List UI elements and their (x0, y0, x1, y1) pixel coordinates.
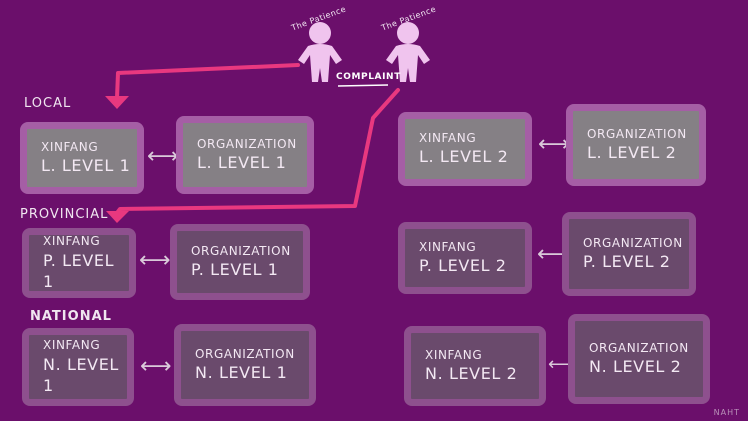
box-title: ORGANIZATION (587, 127, 687, 142)
xinfang-national-level-1: XINFANG N. LEVEL 1 (22, 328, 134, 406)
box-level: P. LEVEL 1 (43, 250, 115, 292)
box-title: XINFANG (425, 348, 483, 363)
box-title: XINFANG (43, 234, 101, 249)
xinfang-national-level-2: XINFANG N. LEVEL 2 (404, 326, 546, 406)
organization-national-level-2: ORGANIZATION N. LEVEL 2 (568, 314, 710, 404)
organization-national-level-1: ORGANIZATION N. LEVEL 1 (174, 324, 316, 406)
box-level: L. LEVEL 2 (419, 147, 509, 167)
box-level: P. LEVEL 2 (419, 256, 507, 276)
box-title: XINFANG (43, 338, 101, 353)
bidirectional-arrow-icon: ⟷ (140, 354, 172, 379)
box-level: N. LEVEL 2 (589, 357, 682, 377)
xinfang-local-level-2: XINFANG L. LEVEL 2 (398, 112, 532, 186)
organization-provincial-level-2: ORGANIZATION P. LEVEL 2 (562, 212, 696, 296)
box-level: P. LEVEL 2 (583, 252, 671, 272)
box-level: L. LEVEL 1 (41, 156, 131, 176)
box-level: N. LEVEL 1 (195, 363, 288, 383)
level-title-local: LOCAL (24, 96, 72, 111)
box-level: L. LEVEL 2 (587, 143, 677, 163)
box-title: XINFANG (419, 240, 477, 255)
bidirectional-arrow-icon: ⟷ (548, 354, 574, 375)
bidirectional-arrow-icon: ⟷ (537, 242, 569, 267)
level-title-national: NATIONAL (30, 309, 112, 324)
bidirectional-arrow-icon: ⟷ (147, 144, 179, 169)
bidirectional-arrow-icon: ⟷ (538, 132, 570, 157)
xinfang-local-level-1: XINFANG L. LEVEL 1 (20, 122, 144, 194)
level-title-provincial: PROVINCIAL (20, 207, 109, 222)
box-title: XINFANG (41, 140, 99, 155)
box-title: ORGANIZATION (589, 341, 689, 356)
person-figure-icon (386, 22, 430, 82)
organization-provincial-level-1: ORGANIZATION P. LEVEL 1 (170, 224, 310, 300)
xinfang-provincial-level-1: XINFANG P. LEVEL 1 (22, 228, 136, 298)
artist-signature: NAHT (713, 408, 740, 417)
bidirectional-arrow-icon: ⟷ (139, 248, 171, 273)
organization-local-level-1: ORGANIZATION L. LEVEL 1 (176, 116, 314, 194)
xinfang-provincial-level-2: XINFANG P. LEVEL 2 (398, 222, 532, 294)
box-level: P. LEVEL 1 (191, 260, 279, 280)
box-title: ORGANIZATION (583, 236, 683, 251)
person-figure-icon (298, 22, 342, 82)
box-level: N. LEVEL 1 (43, 354, 119, 396)
complaint-label: COMPLAINT (336, 72, 401, 82)
box-title: XINFANG (419, 131, 477, 146)
box-title: ORGANIZATION (197, 137, 297, 152)
box-title: ORGANIZATION (195, 347, 295, 362)
organization-local-level-2: ORGANIZATION L. LEVEL 2 (566, 104, 706, 186)
box-level: N. LEVEL 2 (425, 364, 518, 384)
box-title: ORGANIZATION (191, 244, 291, 259)
box-level: L. LEVEL 1 (197, 153, 287, 173)
